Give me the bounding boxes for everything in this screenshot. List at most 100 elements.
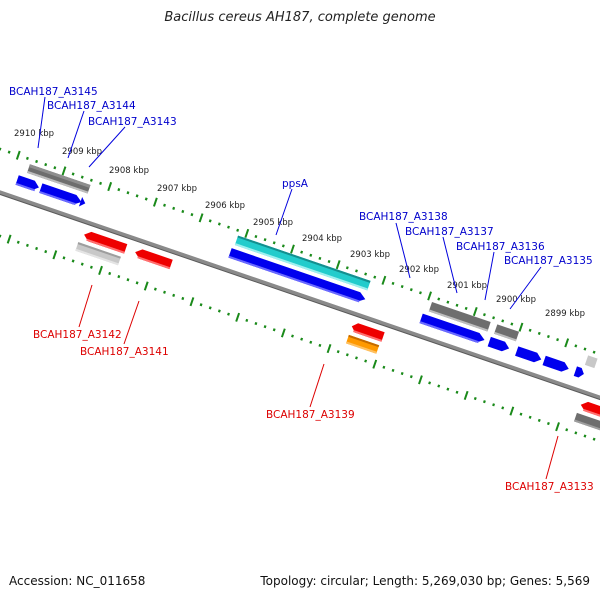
minor-tick [309,253,313,257]
minor-tick [53,166,57,170]
gene-label[interactable]: BCAH187_A3142 [33,329,122,341]
gene-BCAH187_A3135[interactable] [584,355,598,369]
tick-label: 2905 kbp [253,218,293,228]
gene-label[interactable]: BCAH187_A3144 [47,100,136,112]
cds-reverse[interactable] [82,230,128,254]
minor-tick [126,191,130,195]
major-tick [152,197,158,207]
major-tick [463,390,469,401]
minor-tick [181,296,185,301]
cds-reverse[interactable] [350,322,385,342]
gene-BCAH187_A3142[interactable] [75,242,121,266]
major-tick [290,244,295,254]
minor-tick [108,271,112,276]
gene-label[interactable]: BCAH187_A3136 [456,241,545,253]
major-tick [52,250,58,260]
minor-tick [492,403,496,407]
minor-tick [263,238,267,242]
minor-tick [272,241,276,245]
cds-forward[interactable] [39,183,83,206]
gene-features [15,164,600,454]
minor-tick [190,213,194,217]
gene-BCAH187_A3137[interactable] [494,324,520,342]
minor-tick [592,350,596,354]
topology-text: Topology: circular; Length: 5,269,030 bp… [260,574,590,588]
minor-tick [446,387,450,391]
minor-tick [546,334,550,339]
gene-label[interactable]: BCAH187_A3135 [504,255,593,267]
minor-tick [7,150,11,154]
cds-forward[interactable] [573,366,586,378]
minor-tick [44,163,48,167]
gene-label[interactable]: BCAH187_A3141 [80,346,169,358]
minor-tick [592,437,596,441]
gene-label[interactable]: ppsA [282,178,309,190]
major-tick [6,234,12,244]
minor-tick [172,293,176,297]
gene-label[interactable]: BCAH187_A3145 [9,86,98,98]
major-tick [326,343,332,354]
gene-label[interactable]: BCAH187_A3139 [266,409,355,421]
minor-tick [254,321,258,326]
gene-BCAH187_A3133[interactable] [573,412,600,454]
gene-label[interactable]: BCAH187_A3137 [405,226,494,238]
tick-label: 2904 kbp [302,234,342,244]
cds-forward[interactable] [78,196,87,208]
minor-tick [446,300,450,304]
minor-tick [236,228,240,232]
minor-tick [528,328,532,332]
minor-tick [318,256,322,260]
minor-tick [300,337,304,341]
upper-tick-track [0,147,596,354]
minor-tick [565,428,569,432]
minor-tick [400,284,404,289]
minor-tick [309,340,313,344]
gene-label[interactable]: BCAH187_A3143 [88,116,177,128]
cds-forward[interactable] [487,336,511,353]
minor-tick [391,368,395,373]
cds-forward[interactable] [419,313,487,345]
minor-tick [327,259,331,264]
minor-tick [528,415,532,419]
tick-labels: 2910 kbp 2909 kbp 2908 kbp 2907 kbp 2906… [14,129,585,319]
minor-tick [217,222,221,226]
minor-tick [245,318,249,322]
gene-BCAH187_A3139[interactable] [345,334,380,354]
minor-tick [272,328,276,332]
major-tick [15,150,21,160]
minor-tick [437,384,441,388]
gene-label[interactable]: BCAH187_A3138 [359,211,448,223]
gene-BCAH187_A3141[interactable] [134,247,173,270]
tick-label: 2901 kbp [447,281,487,291]
minor-tick [16,240,20,244]
cds-forward[interactable] [15,175,41,192]
backbone [0,190,600,401]
tick-label: 2910 kbp [14,129,54,139]
major-tick [427,291,432,301]
major-tick [280,328,286,338]
major-tick [381,275,387,285]
major-tick [555,422,560,432]
gene-label[interactable]: BCAH187_A3133 [505,481,594,493]
gene-BCAH187_A3145[interactable] [27,164,91,194]
cds-forward[interactable] [228,248,367,304]
minor-tick [318,343,322,347]
minor-tick [163,290,166,294]
minor-tick [181,209,185,214]
major-tick [189,297,195,307]
tick-label: 2907 kbp [157,184,197,194]
major-tick [235,312,241,322]
minor-tick [71,259,75,263]
gene-labels: BCAH187_A3145 BCAH187_A3144 BCAH187_A314… [9,86,594,493]
minor-tick [455,390,459,394]
gene-ppsA[interactable] [234,235,371,291]
minor-tick [537,418,541,423]
cds-forward[interactable] [542,355,571,374]
minor-tick [418,291,422,295]
gene-BCAH187_A3138[interactable] [428,301,491,332]
minor-tick [437,297,441,301]
minor-tick [254,234,258,239]
minor-tick [281,244,285,248]
gene-BCAH187_A3136[interactable] [515,346,543,364]
